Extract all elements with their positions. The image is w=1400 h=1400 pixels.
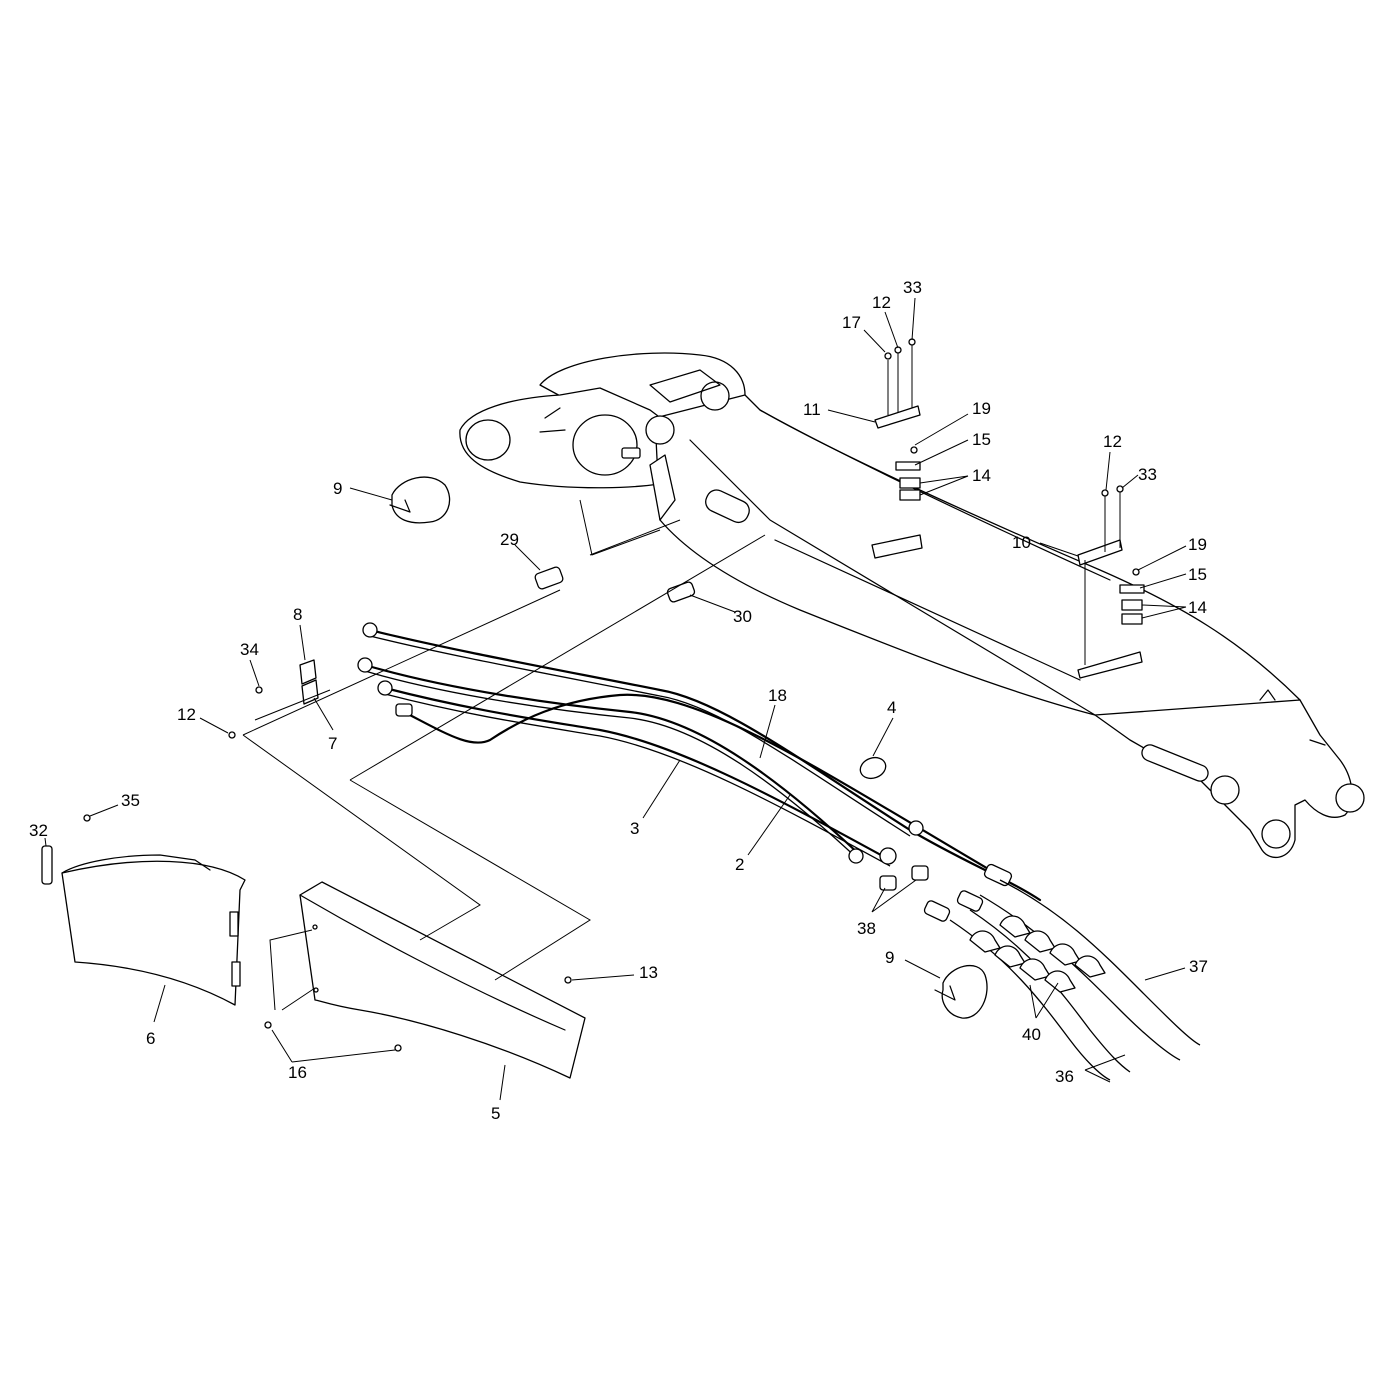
callout-32: 32 [29,821,48,840]
clamp-ring-4 [859,756,887,780]
callout-30: 30 [733,607,752,626]
valves-29-30 [534,566,696,603]
callout-35: 35 [121,791,140,810]
callout-7: 7 [328,734,337,753]
callout-19: 19 [1188,535,1207,554]
callout-12: 12 [1103,432,1122,451]
boom-arm [459,352,1365,859]
callout-15: 15 [1188,565,1207,584]
callout-11: 11 [803,400,821,419]
callout-2: 2 [735,855,744,874]
callout-8: 8 [293,605,302,624]
assembly-lines [242,499,1086,981]
clip-7-8 [228,659,319,739]
callout-4: 4 [887,698,896,717]
callout-18: 18 [768,686,787,705]
callout-36: 36 [1055,1067,1074,1086]
cover-6 [41,814,246,1006]
callout-16: 16 [288,1063,307,1082]
callout-40: 40 [1022,1025,1041,1044]
callout-14: 14 [1188,598,1207,617]
callout-5: 5 [491,1104,500,1123]
hydraulic-lines [357,622,1201,1081]
callout-38: 38 [857,919,876,938]
callout-33: 33 [1138,465,1157,484]
callout-6: 6 [146,1029,155,1048]
callout-33: 33 [903,278,922,297]
leader-lines [44,297,1187,1101]
callout-9: 9 [333,479,342,498]
callout-13: 13 [639,963,658,982]
callout-14: 14 [972,466,991,485]
hose-guides [389,476,988,1019]
callout-labels: 33 12 17 11 19 15 14 12 33 10 19 15 14 9… [29,278,1208,1123]
callout-10: 10 [1012,533,1031,552]
callout-3: 3 [630,819,639,838]
callout-9: 9 [885,948,894,967]
callout-37: 37 [1189,957,1208,976]
callout-12: 12 [177,705,196,724]
callout-29: 29 [500,530,519,549]
callout-15: 15 [972,430,991,449]
callout-34: 34 [240,640,259,659]
callout-17: 17 [842,313,861,332]
callout-19: 19 [972,399,991,418]
cover-5 [264,881,586,1079]
callout-12: 12 [872,293,891,312]
